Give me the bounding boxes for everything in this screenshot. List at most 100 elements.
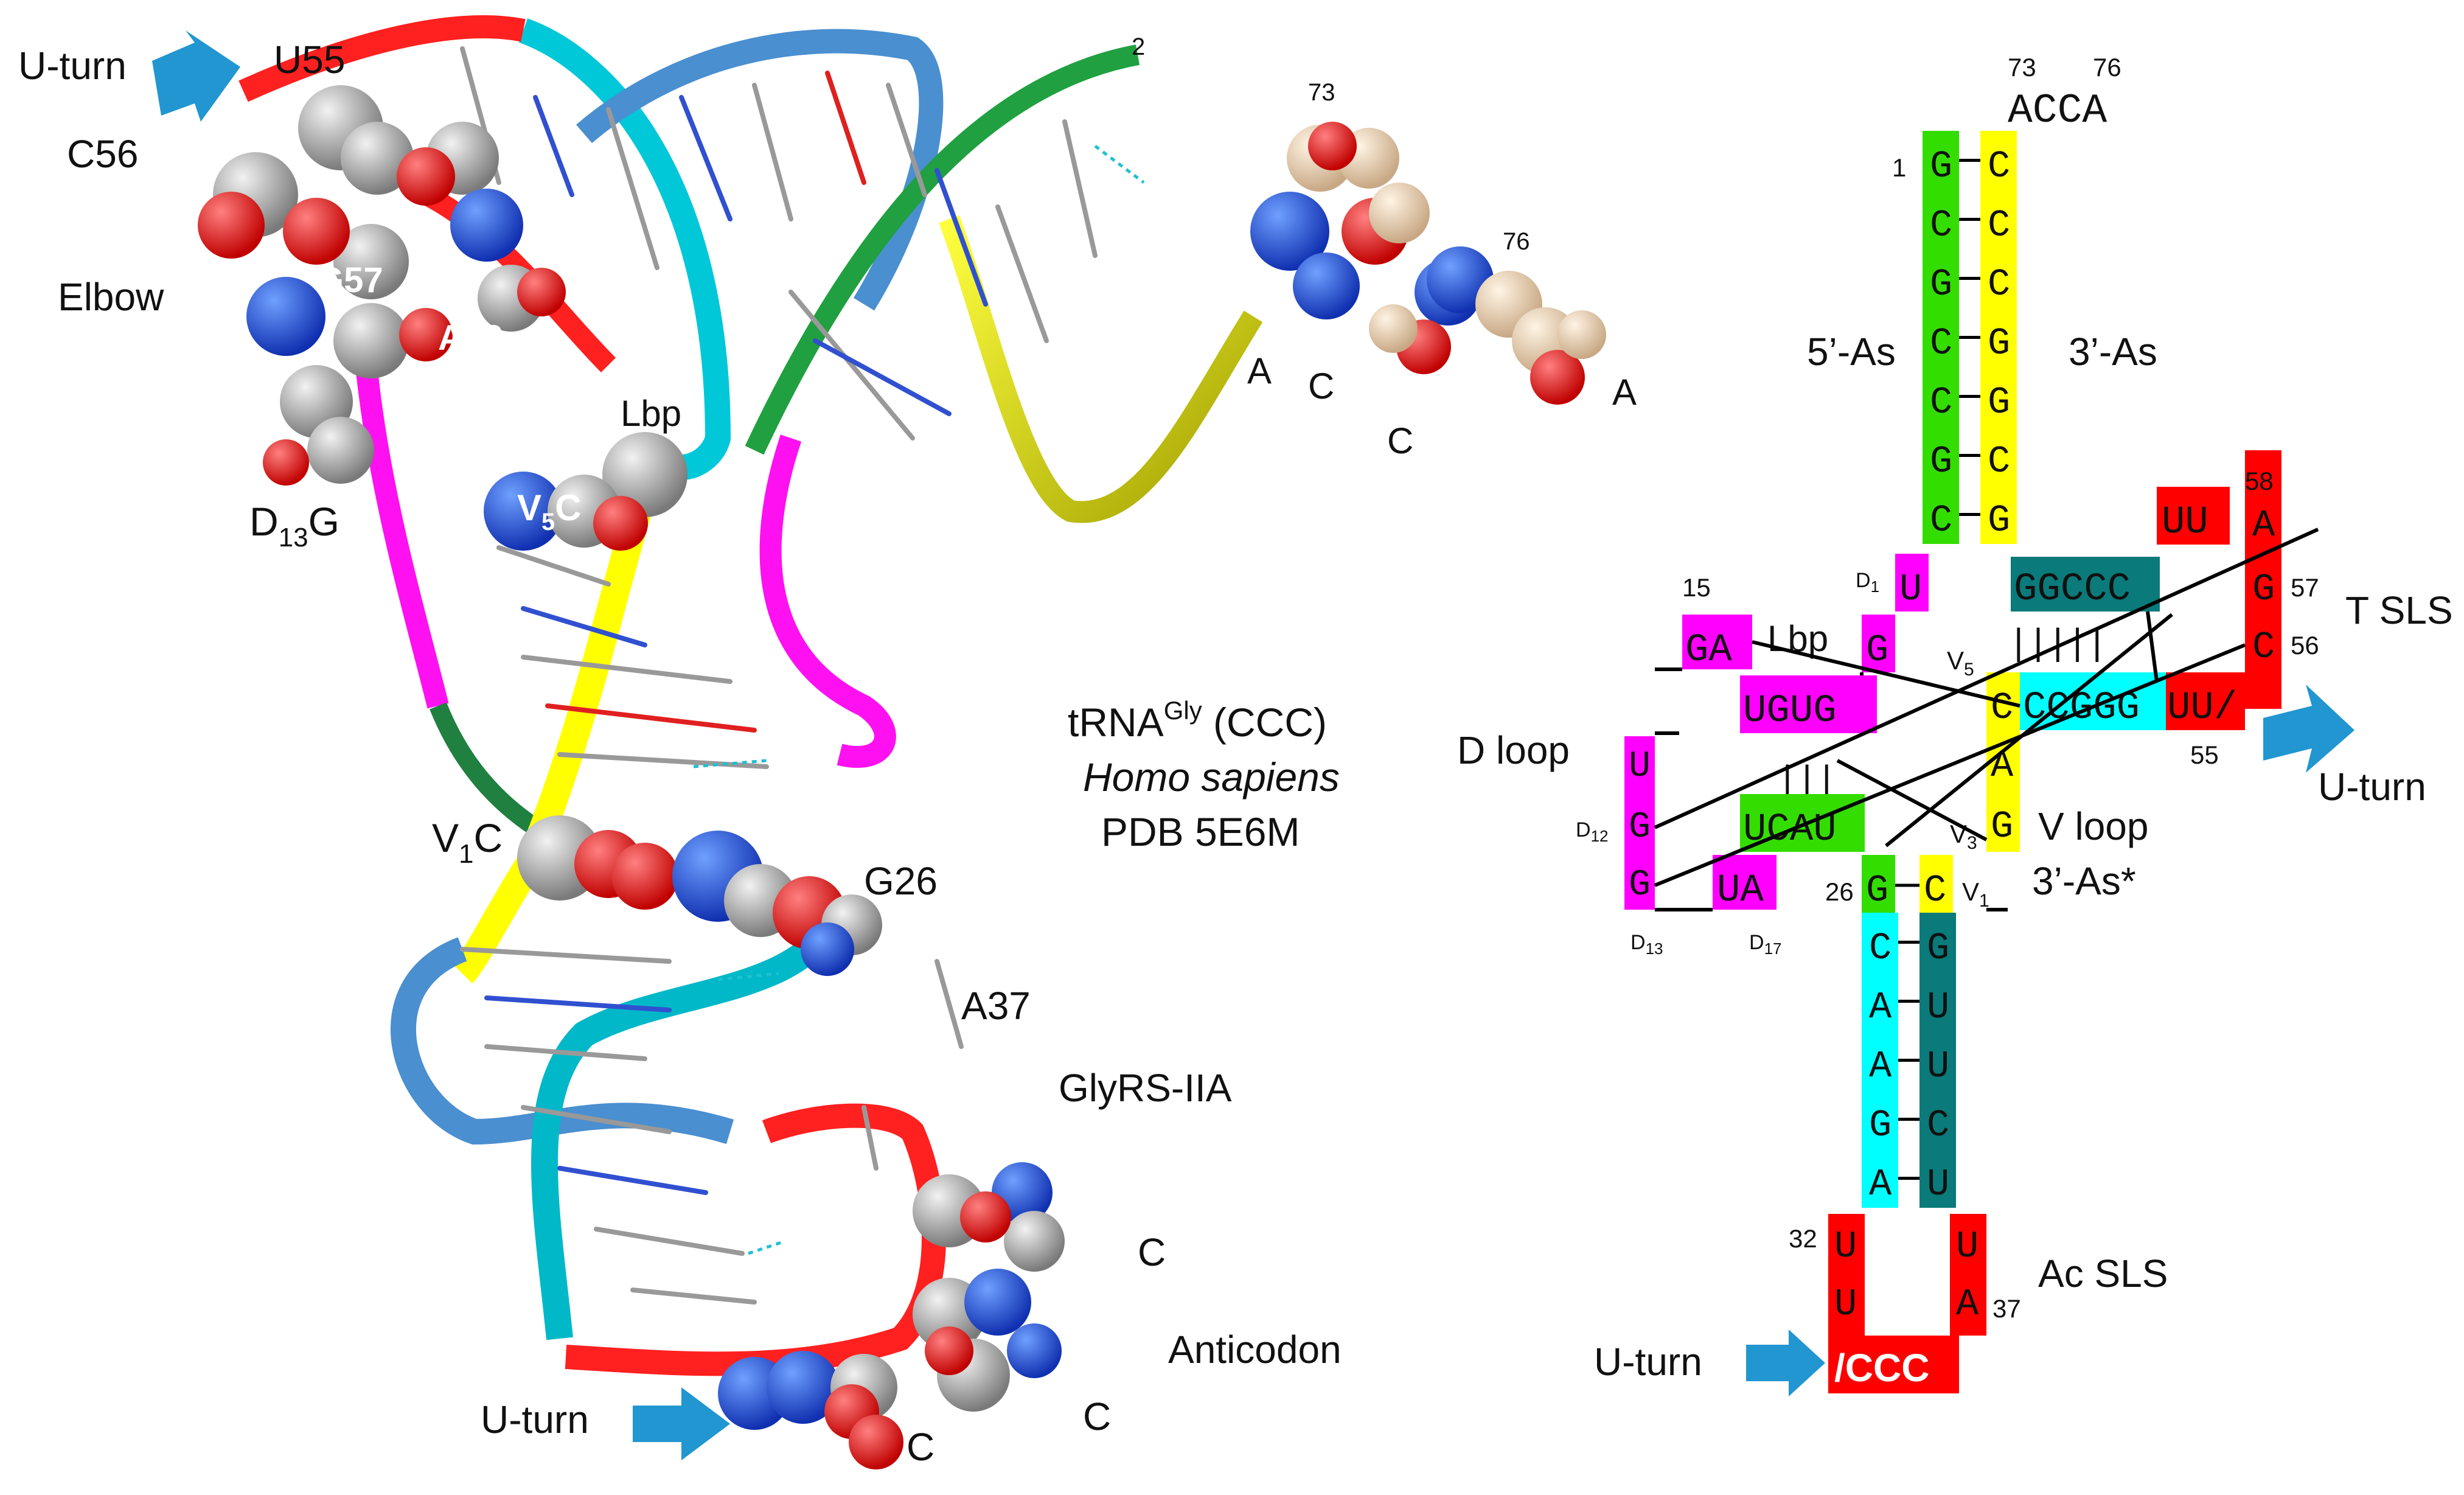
ribbon-cyan-lower — [531, 896, 853, 1340]
trna-title-main: tRNA — [1068, 700, 1164, 745]
acceptor5-cell — [1923, 131, 1959, 190]
v-g: G — [1991, 805, 2013, 848]
d1-d: D — [1856, 569, 1871, 592]
anticodon5-cell — [1862, 1090, 1898, 1149]
sec-nt56: 56 — [2291, 631, 2319, 660]
v3-label: V3 — [1950, 820, 1977, 853]
uturn-top-label: U-turn — [18, 44, 127, 88]
loop-a: A — [1956, 1283, 1979, 1326]
acceptor3-cell — [1980, 308, 2017, 367]
anticodon3-cell — [1919, 1031, 1956, 1090]
tail-a1-label: A — [1247, 350, 1272, 391]
d17-d: D — [1749, 931, 1764, 954]
t-c: C — [2252, 626, 2275, 669]
ccggg-text: CCGGG — [2023, 686, 2140, 730]
sec-nt26: 26 — [1825, 877, 1854, 906]
anticodon-spheres — [718, 1162, 1065, 1469]
trna-title: tRNAGly (CCC) — [1068, 696, 1327, 745]
sec-nt15: 15 — [1682, 573, 1711, 602]
g57-label: G57 — [316, 260, 383, 300]
as3-label: 3’-As — [2069, 330, 2157, 374]
d17-label: D17 — [1749, 931, 1781, 958]
ugug-box — [1740, 675, 1877, 733]
d12-label: D12 — [1576, 818, 1608, 845]
anticodon3-cell — [1919, 913, 1956, 972]
d1-u: U — [1899, 568, 1922, 611]
ggccc-box — [2011, 557, 2160, 612]
ribbon-cyan-top — [518, 18, 731, 480]
acsls-label: Ac SLS — [2038, 1252, 2168, 1295]
a58-label: A58 — [438, 318, 503, 358]
g26-label: G26 — [864, 859, 938, 903]
d17-sub: 17 — [1764, 939, 1782, 958]
acceptor5-base: C — [1930, 381, 1952, 424]
d-stem-pairs: | | | — [1783, 758, 1831, 799]
sec-nt55: 55 — [2190, 741, 2219, 769]
v1-c-box — [1919, 855, 1953, 913]
ccca-tail-spheres — [1250, 122, 1606, 405]
ribbon-blue-lower — [390, 937, 734, 1145]
d1-label: D1 — [1856, 569, 1879, 596]
dloop-label: D loop — [1457, 728, 1570, 772]
loop-u1: U — [1834, 1225, 1857, 1268]
anticodon5-base: A — [1869, 1045, 1892, 1088]
tail-a2-label: A — [1612, 372, 1637, 413]
acceptor5-cell — [1923, 249, 1959, 308]
as5-label: 5’-As — [1807, 330, 1896, 374]
v1-label: V1 — [1962, 877, 1989, 911]
species-label: Homo sapiens — [1083, 754, 1340, 800]
ribbon-green-mid — [430, 702, 541, 835]
ribbon-blue-top — [576, 29, 944, 311]
acceptor5-base: G — [1930, 145, 1952, 188]
acceptor3-cell — [1980, 190, 2017, 249]
anticodon3-cell — [1919, 972, 1956, 1031]
acceptor3-cell — [1980, 367, 2017, 426]
ua-text: UA — [1717, 869, 1764, 913]
acceptor5-base: G — [1930, 263, 1952, 306]
ga-text: GA — [1685, 629, 1732, 672]
anticodon3-base: G — [1927, 927, 1949, 970]
tail-c2-label: C — [1387, 420, 1413, 461]
uturn-arrow-top-icon — [152, 30, 240, 122]
v1c-label: V1C — [432, 815, 503, 869]
lbp-label: Lbp — [621, 393, 681, 434]
acceptor-pair-dashes — [1959, 159, 1980, 516]
trna-title-tail: (CCC) — [1202, 700, 1327, 745]
tail-c1-label: C — [1308, 366, 1334, 406]
loop-right-box — [1950, 1214, 1986, 1336]
d13g-tail: G — [308, 499, 339, 544]
anticodon5-base: C — [1869, 927, 1892, 970]
v1c-tail: C — [474, 815, 503, 860]
anticodon3-cell — [1919, 1090, 1956, 1149]
tsls-label: T SLS — [2345, 588, 2453, 632]
nt2-label: 2 — [1132, 33, 1145, 60]
loop-u2: U — [1834, 1283, 1857, 1326]
d-loop-box — [1624, 736, 1655, 910]
anticodon3-base: C — [1927, 1104, 1949, 1147]
acceptor5-cell — [1923, 367, 1959, 426]
sec-nt37: 37 — [1992, 1294, 2021, 1323]
acceptor5-cell — [1923, 426, 1959, 485]
pdb-label: PDB 5E6M — [1101, 809, 1300, 854]
dl-g2: G — [1629, 865, 1651, 906]
d13-sub: 13 — [1646, 939, 1663, 958]
acceptor5-base: G — [1930, 440, 1952, 483]
v5c-label: V5C — [517, 487, 582, 535]
d13-label: D13 — [1630, 931, 1663, 958]
uu55-text: UU/ — [2167, 686, 2237, 730]
loop-u3: U — [1956, 1225, 1979, 1268]
nt76-label: 76 — [1503, 228, 1530, 255]
uu55-box — [2166, 672, 2245, 730]
uturn-arrow-bottom-icon — [633, 1387, 730, 1460]
g26-box — [1862, 855, 1895, 913]
ccc-text: /CCC — [1834, 1346, 1929, 1390]
sec-nt57: 57 — [2291, 573, 2319, 602]
d-g: G — [1866, 629, 1888, 672]
t-a: A — [2252, 504, 2275, 547]
glyrs-label: GlyRS-IIA — [1059, 1066, 1232, 1110]
acca-tail: ACCA — [2008, 88, 2107, 134]
